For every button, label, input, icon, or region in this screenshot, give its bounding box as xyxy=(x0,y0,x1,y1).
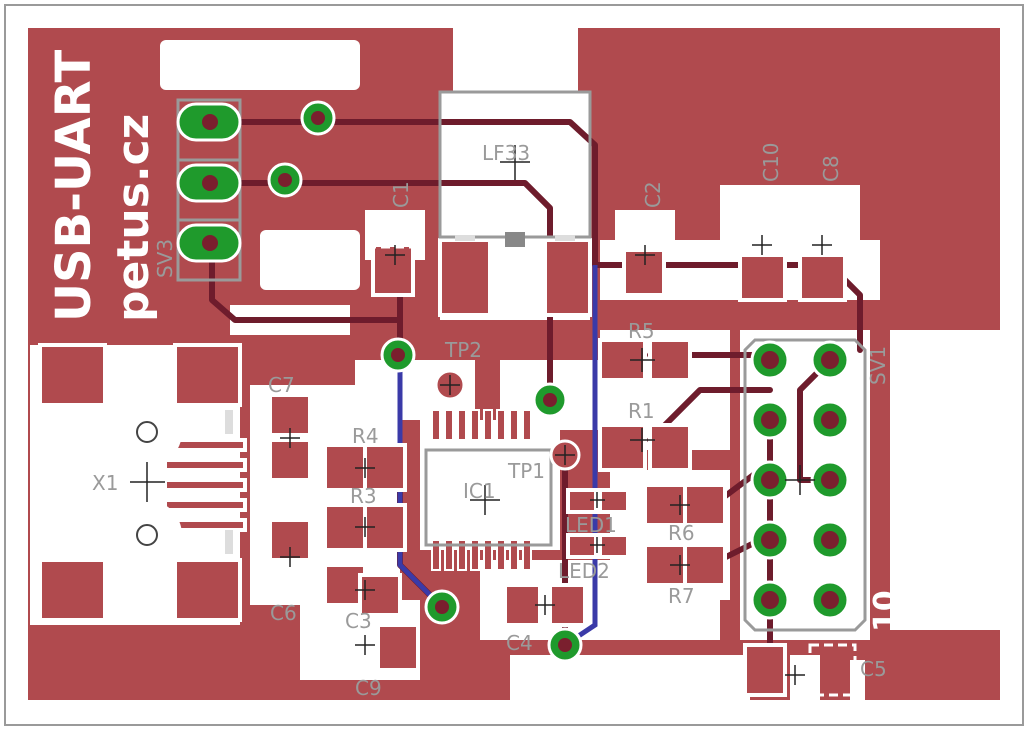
ref-c4: C4 xyxy=(506,631,533,655)
ref-led2: LED2 xyxy=(558,559,610,583)
vias xyxy=(267,100,583,663)
ref-sv3: SV3 xyxy=(153,239,177,278)
ref-c3: C3 xyxy=(345,609,372,633)
ref-c6: C6 xyxy=(270,601,297,625)
ref-c9: C9 xyxy=(355,676,382,700)
usb-mount-holes xyxy=(112,397,182,570)
label-tx: TX xyxy=(957,341,997,390)
ref-r7: R7 xyxy=(668,584,695,608)
ref-led1: LED1 xyxy=(565,513,617,537)
ref-c1: C1 xyxy=(389,181,413,208)
ref-r6: R6 xyxy=(668,521,695,545)
label-5v-pin: 5V xyxy=(909,557,949,608)
ref-tp1: TP1 xyxy=(507,459,545,483)
ic1-pins xyxy=(431,409,532,571)
silkscreen-outlines xyxy=(176,90,867,632)
header-pins xyxy=(176,102,850,620)
ref-tp2: TP2 xyxy=(444,338,482,362)
ref-lf33: LF33 xyxy=(482,141,530,165)
ref-r3: R3 xyxy=(350,484,377,508)
label-rx: RX xyxy=(899,338,939,390)
label-gnd-top: GND xyxy=(957,415,997,500)
label-gnd-bottom: GND xyxy=(957,535,997,620)
board-title-line2: petus.cz xyxy=(108,114,159,322)
ref-r4: R4 xyxy=(352,424,379,448)
crosshairs xyxy=(130,145,832,685)
ref-ic1: IC1 xyxy=(463,479,496,503)
label-5v-rail: +5V xyxy=(268,245,347,285)
pin-number-10: 10 xyxy=(868,590,903,632)
ref-c10: C10 xyxy=(759,143,783,182)
smd-pads xyxy=(38,190,857,697)
ref-sv1: SV1 xyxy=(866,346,890,385)
ref-c7: C7 xyxy=(268,373,295,397)
label-3v3-rail: +3.3V xyxy=(228,43,344,83)
ref-c5: C5 xyxy=(860,657,887,681)
ref-x1: X1 xyxy=(92,471,118,495)
ref-r5: R5 xyxy=(628,319,655,343)
ref-r1: R1 xyxy=(628,399,655,423)
ref-c2: C2 xyxy=(641,181,665,208)
label-3v3-pin: 3V3 xyxy=(899,426,939,500)
ref-c8: C8 xyxy=(819,155,843,182)
board-title-line1: USB-UART xyxy=(46,49,102,322)
